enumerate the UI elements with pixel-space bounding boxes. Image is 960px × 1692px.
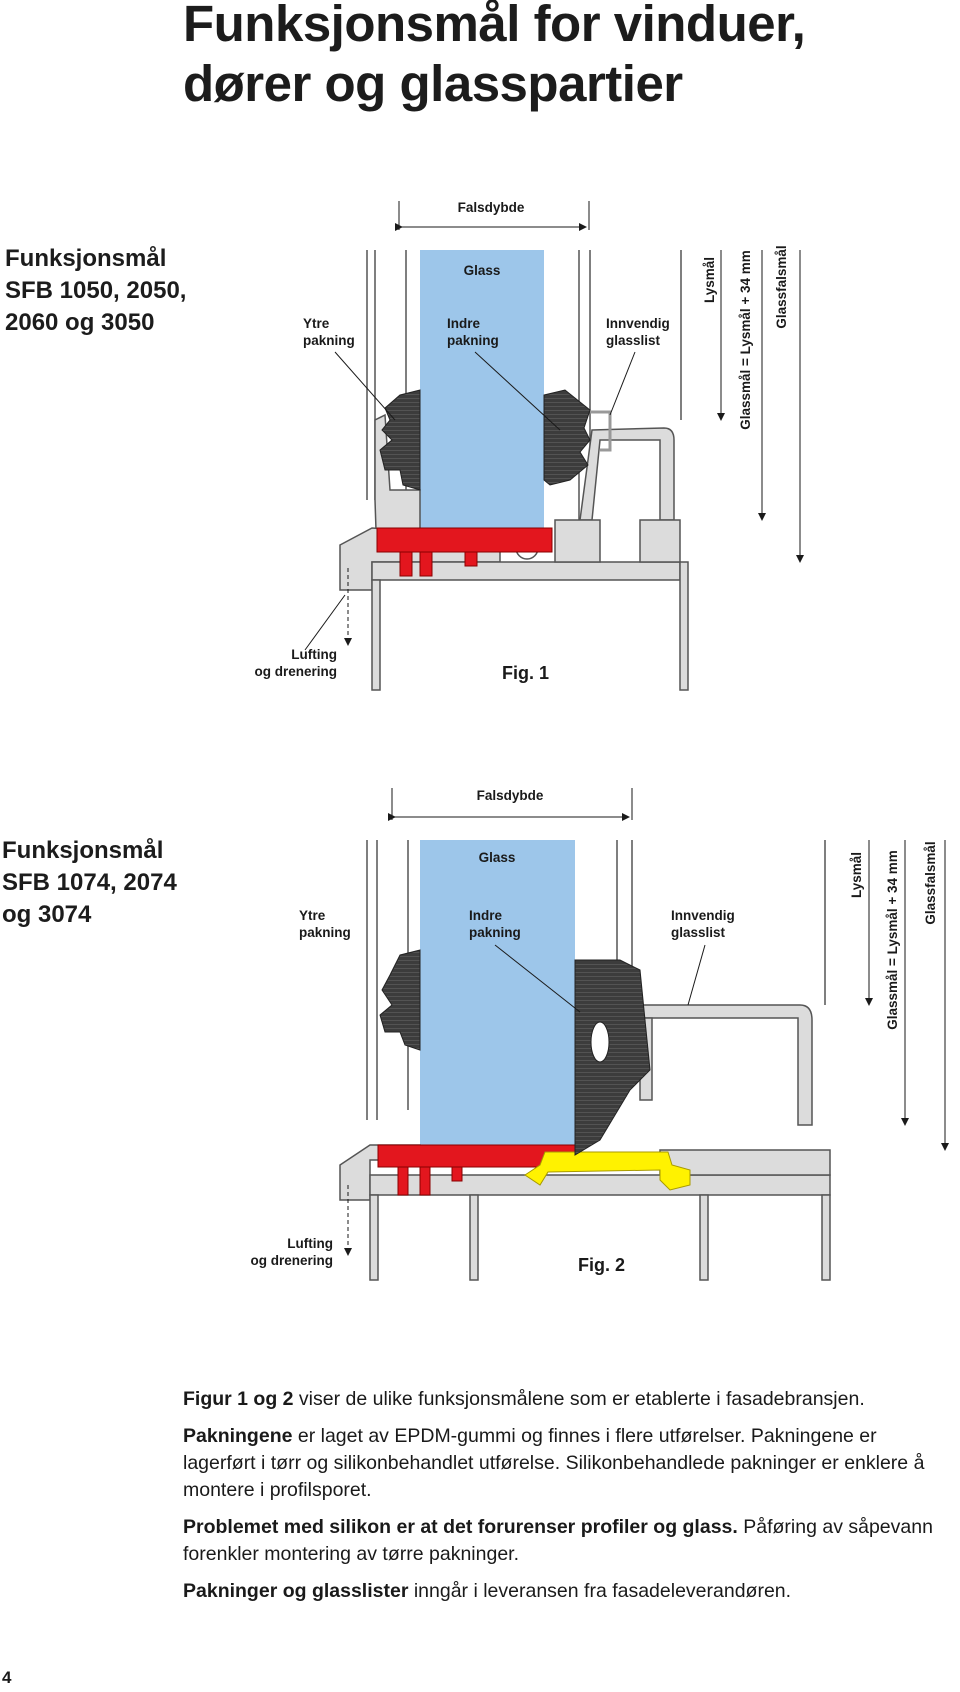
lufting-label-1: Lufting — [291, 647, 337, 662]
paragraph-4: Pakninger og glasslister inngår i levera… — [183, 1578, 953, 1605]
lufting-label-1-2: Lufting — [287, 1236, 333, 1251]
indre-pakning-label-1-2: Indre — [469, 908, 502, 923]
figure-1-heading: Funksjonsmål SFB 1050, 2050, 2060 og 305… — [5, 243, 186, 339]
figure-2-heading: Funksjonsmål SFB 1074, 2074 og 3074 — [2, 835, 177, 931]
paragraph-3-bold: Problemet med silikon er at det forurens… — [183, 1516, 738, 1538]
page-title-line-1: Funksjonsmål for vinduer, — [183, 0, 806, 52]
innvendig-glasslist-label-2-2: glasslist — [671, 925, 726, 940]
paragraph-2-text: er laget av EPDM-gummi og finnes i flere… — [183, 1425, 925, 1501]
paragraph-4-bold: Pakninger og glasslister — [183, 1580, 409, 1602]
vertical-dimensions-2 — [865, 840, 949, 1151]
innvendig-glasslist-label-1-2: Innvendig — [671, 908, 735, 923]
ytre-pakning-label-1-2: Ytre — [299, 908, 326, 923]
indre-pakning-label-1: Indre — [447, 316, 480, 331]
lysmal-label: Lysmål — [702, 257, 717, 303]
indre-pakning-label-2: pakning — [447, 333, 499, 348]
glazing-bead — [590, 410, 612, 452]
yellow-gasket — [524, 1151, 691, 1191]
ytre-pakning-leader — [334, 351, 396, 421]
glass-label-2: Glass — [479, 850, 516, 865]
falsdybde-label: Falsdybde — [458, 200, 525, 215]
glass-pane — [420, 250, 544, 528]
lufting-label-2-2: og drenering — [250, 1253, 333, 1268]
paragraph-2-bold: Pakningene — [183, 1425, 293, 1447]
paragraph-3: Problemet med silikon er at det forurens… — [183, 1514, 953, 1568]
paragraph-1: Figur 1 og 2 viser de ulike funksjonsmål… — [183, 1386, 953, 1413]
figure-1-heading-line-3: 2060 og 3050 — [5, 309, 155, 336]
glass-pane-2 — [420, 840, 575, 1145]
glass-label: Glass — [464, 263, 501, 278]
outer-gasket-2 — [379, 949, 421, 1051]
falsdybde-label-2: Falsdybde — [477, 788, 544, 803]
figure-1-number: Fig. 1 — [502, 663, 549, 683]
lufting-leader — [304, 594, 346, 651]
figure-2-number: Fig. 2 — [578, 1255, 625, 1275]
frame-lines-2 — [366, 840, 826, 1120]
paragraph-2: Pakningene er laget av EPDM-gummi og fin… — [183, 1423, 953, 1504]
innvendig-glasslist-leader — [609, 351, 636, 416]
ytre-pakning-label-2-2: pakning — [299, 925, 351, 940]
figure-2-heading-line-3: og 3074 — [2, 901, 92, 928]
indre-pakning-label-2-2: pakning — [469, 925, 521, 940]
page-title: Funksjonsmål for vinduer, dører og glass… — [183, 0, 943, 114]
ytre-pakning-label-2: pakning — [303, 333, 355, 348]
lysmal-label-2: Lysmål — [849, 852, 864, 898]
paragraph-1-text: viser de ulike funksjonsmålene som er et… — [293, 1388, 865, 1410]
figure-2-diagram: Falsdybde Glass Ytre pak — [250, 788, 949, 1281]
inner-gasket-2 — [574, 959, 651, 1156]
inner-gasket — [543, 389, 591, 486]
glassmal-label: Glassmål = Lysmål + 34 mm — [738, 250, 753, 430]
setting-block — [376, 527, 553, 577]
figure-1-heading-line-2: SFB 1050, 2050, — [5, 277, 187, 304]
glassfalsmal-label: Glassfalsmål — [774, 245, 789, 328]
page-number: 4 — [2, 1668, 12, 1687]
figure-1-heading-line-1: Funksjonsmål — [5, 245, 167, 272]
frame-profile-2 — [339, 1004, 831, 1281]
lufting-label-2: og drenering — [254, 664, 337, 679]
ytre-pakning-label-1: Ytre — [303, 316, 330, 331]
indre-pakning-leader-2 — [494, 944, 581, 1013]
paragraph-1-bold: Figur 1 og 2 — [183, 1388, 294, 1410]
paragraph-3-text: Påføring av såpevann forenkler montering… — [183, 1516, 933, 1565]
page-title-line-2: dører og glasspartier — [183, 55, 683, 112]
innvendig-glasslist-label-2: glasslist — [606, 333, 661, 348]
innvendig-glasslist-label-1: Innvendig — [606, 316, 670, 331]
paragraph-4-text: inngår i leveransen fra fasadeleverandør… — [408, 1580, 792, 1602]
vertical-dimensions — [717, 250, 804, 563]
glassfalsmal-label-2: Glassfalsmål — [923, 841, 938, 924]
figure-2-heading-line-2: SFB 1074, 2074 — [2, 869, 177, 896]
figure-1-diagram: Falsdybde Glass Yt — [254, 200, 804, 691]
body-text: Figur 1 og 2 viser de ulike funksjonsmål… — [183, 1386, 953, 1615]
figure-2-heading-line-1: Funksjonsmål — [2, 837, 164, 864]
indre-pakning-leader — [474, 351, 561, 431]
innvendig-glasslist-leader-2 — [687, 944, 706, 1006]
glassmal-label-2: Glassmål = Lysmål + 34 mm — [885, 850, 900, 1030]
